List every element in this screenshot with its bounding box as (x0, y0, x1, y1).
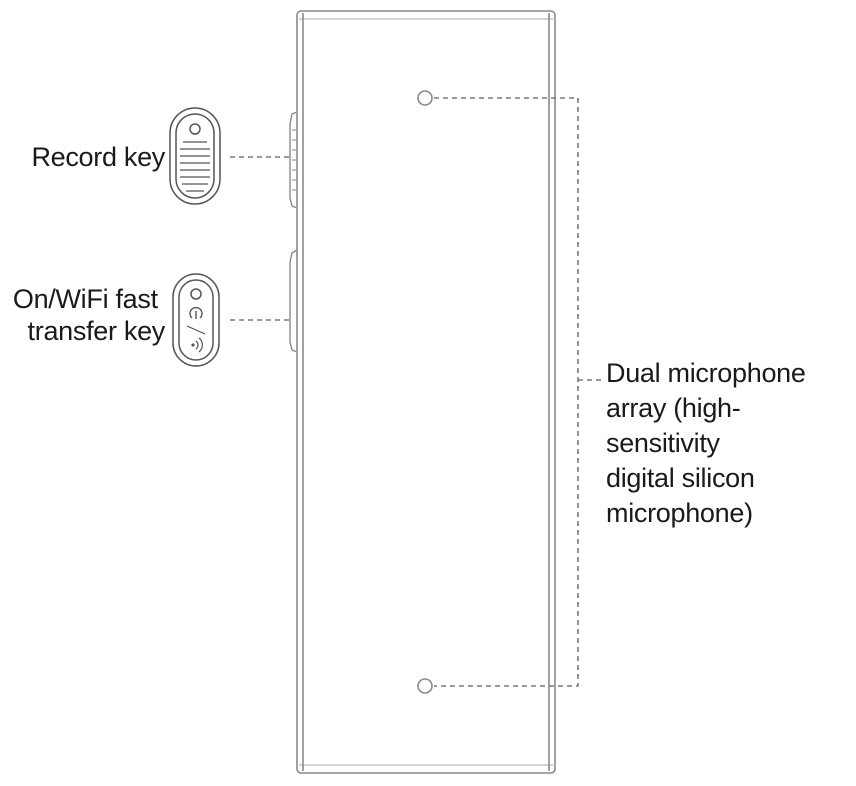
bottom-microphone-hole (417, 678, 433, 694)
device-body (296, 10, 556, 774)
top-microphone-hole (417, 90, 433, 106)
power-wifi-button-icon (172, 273, 220, 367)
ridged-record-button-icon (169, 107, 221, 205)
side-record-button (289, 111, 298, 209)
power-key-label: On/WiFi fast transfer key (13, 284, 166, 346)
microphone-bracket-line (434, 97, 579, 687)
microphone-label: Dual microphone array (high- sensitivity… (606, 358, 813, 528)
record-key-label: Record key (31, 142, 165, 172)
side-power-button (289, 249, 298, 353)
